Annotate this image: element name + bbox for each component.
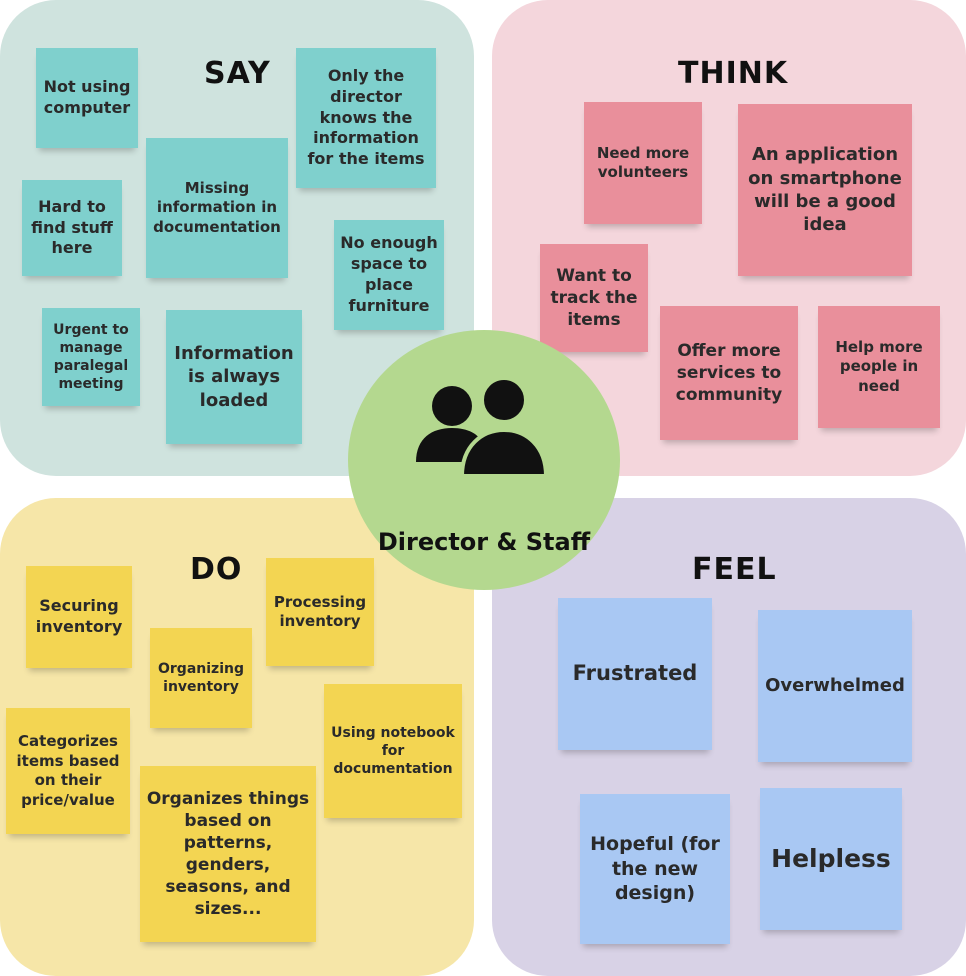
feel-title: FEEL xyxy=(692,552,777,587)
do-note: Processing inventory xyxy=(266,558,374,666)
say-note: Only the director knows the information … xyxy=(296,48,436,188)
think-title: THINK xyxy=(678,56,789,91)
say-note: Missing information in documentation xyxy=(146,138,288,278)
center-label: Director & Staff xyxy=(377,528,591,556)
think-note: Need more volunteers xyxy=(584,102,702,224)
feel-note: Overwhelmed xyxy=(758,610,912,762)
say-note: Urgent to manage paralegal meeting xyxy=(42,308,140,406)
do-note: Securing inventory xyxy=(26,566,132,668)
do-note: Categorizes items based on their price/v… xyxy=(6,708,130,834)
say-note: Not using computer xyxy=(36,48,138,148)
feel-note: Frustrated xyxy=(558,598,712,750)
do-title: DO xyxy=(190,552,243,587)
do-note: Using notebook for documentation xyxy=(324,684,462,818)
say-note: Information is always loaded xyxy=(166,310,302,444)
say-note: Hard to find stuff here xyxy=(22,180,122,276)
do-note: Organizing inventory xyxy=(150,628,252,728)
feel-note: Hopeful (for the new design) xyxy=(580,794,730,944)
feel-note: Helpless xyxy=(760,788,902,930)
people-icon xyxy=(416,376,549,476)
think-note: An application on smartphone will be a g… xyxy=(738,104,912,276)
think-note: Want to track the items xyxy=(540,244,648,352)
think-note: Offer more services to community xyxy=(660,306,798,440)
think-note: Help more people in need xyxy=(818,306,940,428)
do-note: Organizes things based on patterns, gend… xyxy=(140,766,316,942)
say-note: No enough space to place furniture xyxy=(334,220,444,330)
say-title: SAY xyxy=(204,56,271,91)
